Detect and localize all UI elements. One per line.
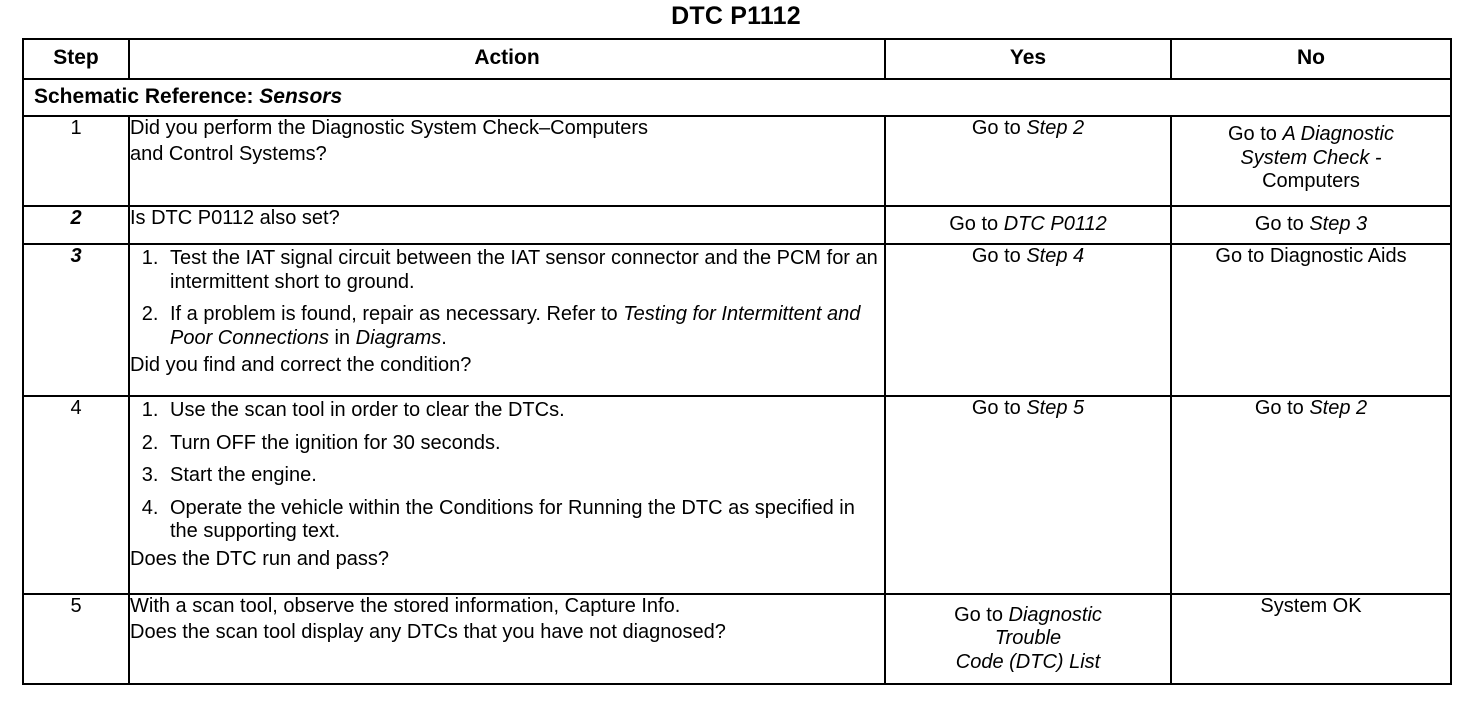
branch-line: Go to Diagnostic xyxy=(954,603,1102,626)
action-step-item: Test the IAT signal circuit between the … xyxy=(164,247,884,294)
step-number-cell: 2 xyxy=(22,205,130,245)
no-branch-cell: System OK xyxy=(1170,593,1452,685)
step-number-cell: 4 xyxy=(22,395,130,595)
branch-target: System Check - xyxy=(1240,146,1382,169)
table-header-row: Step Action Yes No xyxy=(22,38,1452,80)
action-text: With a scan tool, observe the stored inf… xyxy=(130,595,681,617)
action-text: and Control Systems? xyxy=(130,142,327,165)
action-step-list: Use the scan tool in order to clear the … xyxy=(130,399,884,544)
branch-line: Go to Step 5 xyxy=(971,397,1085,419)
action-text: Did you perform the Diagnostic System Ch… xyxy=(130,117,648,139)
no-branch-cell: Go to Diagnostic Aids xyxy=(1170,243,1452,397)
branch-line: Go to Step 2 xyxy=(971,117,1085,139)
table-row: 4 Use the scan tool in order to clear the… xyxy=(22,395,1452,595)
action-step-list: Test the IAT signal circuit between the … xyxy=(130,247,884,350)
action-text: Is DTC P0112 also set? xyxy=(130,207,340,229)
schematic-reference-cell: Schematic Reference: Sensors xyxy=(22,78,1452,117)
dtc-diagnostic-table: Step Action Yes No Schematic Reference: … xyxy=(22,38,1452,685)
action-cell: With a scan tool, observe the stored inf… xyxy=(128,593,886,685)
action-step-item: If a problem is found, repair as necessa… xyxy=(164,303,884,350)
action-step-item: Use the scan tool in order to clear the … xyxy=(164,399,884,423)
branch-line: Go to DTC P0112 xyxy=(949,213,1107,236)
no-branch-cell: Go to Step 3 xyxy=(1170,205,1452,245)
branch-target: Step 3 xyxy=(1309,213,1368,236)
reference-title: Diagrams xyxy=(355,326,442,349)
branch-line: System Check - xyxy=(1172,147,1450,171)
column-header-no: No xyxy=(1170,38,1452,80)
branch-target: Step 5 xyxy=(1026,397,1085,419)
action-step-item: Start the engine. xyxy=(164,464,884,488)
schematic-reference-row: Schematic Reference: Sensors xyxy=(22,78,1452,117)
action-step-item: Turn OFF the ignition for 30 seconds. xyxy=(164,432,884,456)
column-header-step: Step xyxy=(22,38,130,80)
branch-target: Step 4 xyxy=(1026,245,1085,267)
schematic-reference-value: Sensors xyxy=(259,84,343,108)
branch-target: Step 2 xyxy=(1309,397,1368,419)
branch-target: Trouble xyxy=(994,627,1062,650)
action-cell: Use the scan tool in order to clear the … xyxy=(128,395,886,595)
action-question: Does the DTC run and pass? xyxy=(130,547,390,570)
action-question: Did you find and correct the condition? xyxy=(130,354,472,377)
branch-target: Step 2 xyxy=(1026,117,1085,139)
action-cell: Test the IAT signal circuit between the … xyxy=(128,243,886,397)
branch-line: Code (DTC) List xyxy=(886,651,1170,675)
page-title: DTC P1112 xyxy=(671,2,801,30)
branch-line: Computers xyxy=(1262,170,1360,193)
action-step-item: Operate the vehicle within the Condition… xyxy=(164,497,884,544)
branch-line: Trouble xyxy=(886,627,1170,651)
branch-target: A Diagnostic xyxy=(1282,123,1395,145)
branch-line: System OK xyxy=(1260,595,1362,617)
branch-line: Go to Step 2 xyxy=(1254,397,1368,419)
action-cell: Did you perform the Diagnostic System Ch… xyxy=(128,115,886,207)
no-branch-cell: Go to Step 2 xyxy=(1170,395,1452,595)
column-header-action: Action xyxy=(128,38,886,80)
column-header-yes: Yes xyxy=(884,38,1172,80)
branch-target: Diagnostic xyxy=(1008,603,1102,626)
action-text: Does the scan tool display any DTCs that… xyxy=(130,620,726,643)
branch-target: Code (DTC) List xyxy=(955,650,1101,673)
yes-branch-cell: Go to Step 2 xyxy=(884,115,1172,207)
branch-line: Go to A Diagnostic xyxy=(1227,123,1395,145)
branch-line: Go to Step 4 xyxy=(971,245,1085,267)
step-number-cell: 3 xyxy=(22,243,130,397)
action-cell: Is DTC P0112 also set? xyxy=(128,205,886,245)
branch-line: Go to Step 3 xyxy=(1254,213,1368,236)
step-number-cell: 1 xyxy=(22,115,130,207)
schematic-reference-label: Schematic Reference: xyxy=(34,84,254,108)
yes-branch-cell: Go to Step 5 xyxy=(884,395,1172,595)
branch-line: Go to Diagnostic Aids xyxy=(1215,245,1407,267)
branch-target: DTC P0112 xyxy=(1003,213,1107,236)
yes-branch-cell: Go to DTC P0112 xyxy=(884,205,1172,245)
reference-title: Testing for Intermittent and Poor Connec… xyxy=(170,303,861,349)
yes-branch-cell: Go to Step 4 xyxy=(884,243,1172,397)
table-row: 3 Test the IAT signal circuit between the… xyxy=(22,243,1452,397)
step-number-cell: 5 xyxy=(22,593,130,685)
